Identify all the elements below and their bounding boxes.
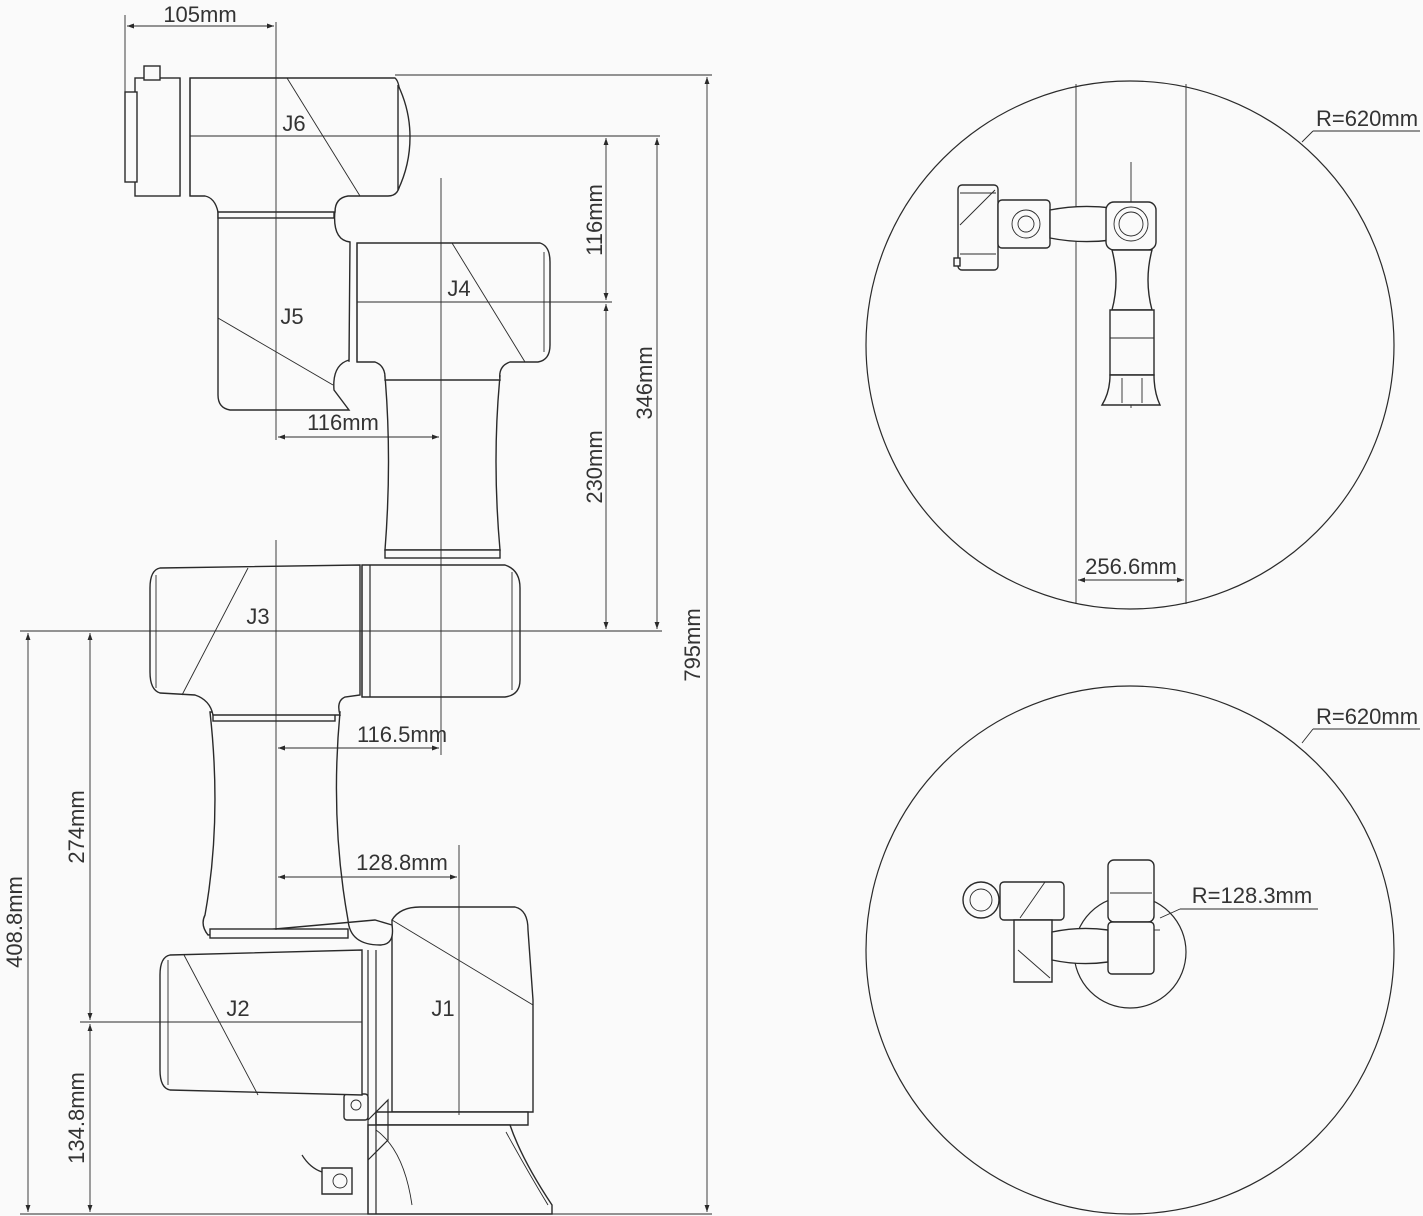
wrist3-j6: [124, 65, 411, 213]
label-j6: J6: [282, 111, 305, 136]
dim-408-8mm: 408.8mm: [2, 876, 27, 968]
top-reach-view: [865, 80, 1420, 610]
dim-274mm: 274mm: [64, 790, 89, 863]
forearm: [384, 375, 501, 559]
dim-230mm: 230mm: [582, 430, 607, 503]
base-j1: [301, 906, 553, 1215]
label-j5: J5: [280, 304, 303, 329]
dim-r128-3mm: R=128.3mm: [1192, 883, 1312, 908]
label-j4: J4: [447, 276, 470, 301]
dim-r620mm-top: R=620mm: [1316, 106, 1418, 131]
label-j3: J3: [246, 604, 269, 629]
upper-arm: [202, 711, 394, 946]
dim-128-8mm: 128.8mm: [356, 850, 448, 875]
dim-116mm-vertical: 116mm: [582, 184, 607, 256]
shoulder-j2: [159, 949, 363, 1096]
dim-134-8mm: 134.8mm: [64, 1072, 89, 1164]
wrist1-j4: [348, 242, 551, 381]
centerlines: [20, 15, 712, 1215]
dim-116-5mm: 116.5mm: [357, 722, 447, 747]
dim-795mm: 795mm: [680, 608, 705, 681]
dimension-lines: [25, 23, 710, 1212]
elbow-j3: [149, 564, 521, 716]
dim-346mm: 346mm: [632, 346, 657, 419]
side-view-robot: [124, 65, 553, 1215]
dim-105mm: 105mm: [163, 2, 236, 27]
bottom-reach-view: [865, 685, 1420, 1215]
label-j2: J2: [226, 996, 249, 1021]
label-j1: J1: [431, 996, 454, 1021]
dim-256-6mm: 256.6mm: [1085, 554, 1177, 579]
dim-r620mm-bottom: R=620mm: [1316, 704, 1418, 729]
dim-116mm-horizontal: 116mm: [307, 410, 379, 435]
